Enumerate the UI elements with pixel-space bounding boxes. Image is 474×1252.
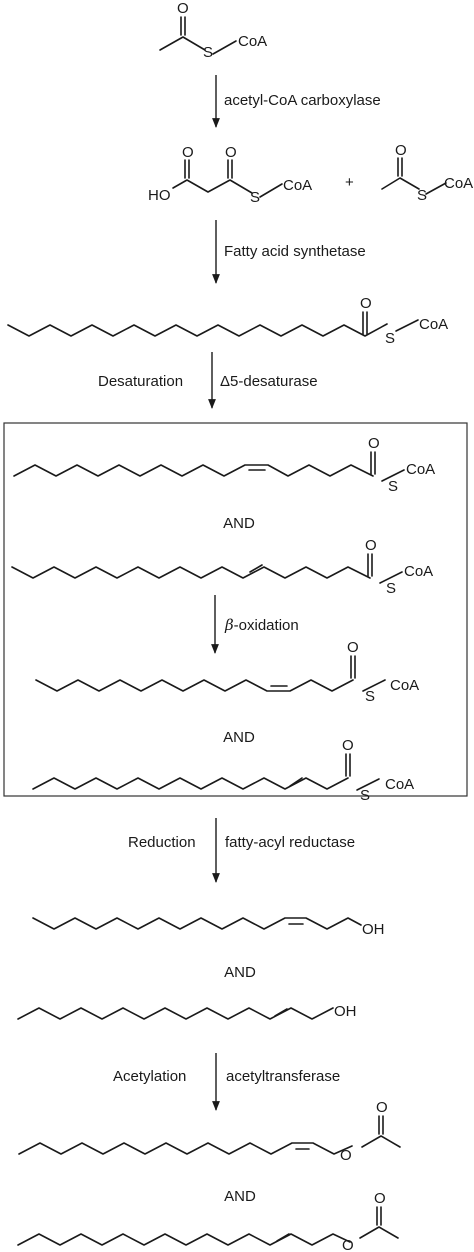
hydroxyl-label: OH xyxy=(362,921,385,938)
malonyl-coa-structure: HO O O S CoA xyxy=(148,144,312,206)
coa-label: CoA xyxy=(444,175,473,192)
e-acetate-structure: O O xyxy=(17,1190,399,1252)
process-acetylation: Acetylation xyxy=(113,1068,186,1085)
sulfur-atom: S xyxy=(385,330,395,347)
oxygen-atom: O xyxy=(342,737,354,754)
coa-label: CoA xyxy=(404,563,433,580)
process-desaturation: Desaturation xyxy=(98,373,183,390)
coa-label: CoA xyxy=(238,33,267,50)
oxygen-atom: O xyxy=(365,537,377,554)
sulfur-atom: S xyxy=(360,787,370,804)
z-desaturated-acyl-coa-structure: O S CoA xyxy=(13,435,435,495)
e-alcohol-structure: OH xyxy=(17,1003,357,1020)
acetyl-coa-structure: O S CoA xyxy=(381,142,473,204)
oxygen-atom: O xyxy=(340,1147,352,1164)
coa-label: CoA xyxy=(385,776,414,793)
oxygen-atom: O xyxy=(368,435,380,452)
sulfur-atom: S xyxy=(386,580,396,597)
and-label: AND xyxy=(224,1188,256,1205)
enzyme-fatty-acyl-reductase: fatty-acyl reductase xyxy=(225,834,355,851)
oxygen-atom: O xyxy=(347,639,359,656)
oxygen-atom: O xyxy=(395,142,407,159)
palmitoyl-coa-structure: O S CoA xyxy=(7,295,448,347)
coa-label: CoA xyxy=(390,677,419,694)
and-label: AND xyxy=(224,964,256,981)
enzyme-delta5-desaturase: Δ5-desaturase xyxy=(220,373,318,390)
z-alcohol-structure: OH xyxy=(32,917,385,938)
oxygen-atom: O xyxy=(342,1237,354,1252)
oxygen-atom: O xyxy=(360,295,372,312)
enzyme-acetyl-coa-carboxylase: acetyl-CoA carboxylase xyxy=(224,92,381,109)
hydroxyl-label: HO xyxy=(148,187,171,204)
sulfur-atom: S xyxy=(365,688,375,705)
e-desaturated-acyl-coa-structure: O S CoA xyxy=(11,537,433,597)
enzyme-acetyltransferase: acetyltransferase xyxy=(226,1068,340,1085)
oxygen-atom: O xyxy=(225,144,237,161)
acetyl-coa-structure: O S CoA xyxy=(159,0,267,61)
intermediates-box xyxy=(3,422,468,797)
oxygen-atom: O xyxy=(182,144,194,161)
coa-label: CoA xyxy=(283,177,312,194)
process-reduction: Reduction xyxy=(128,834,196,851)
z-acetate-structure: O O xyxy=(18,1099,401,1164)
sulfur-atom: S xyxy=(203,44,213,61)
coa-label: CoA xyxy=(406,461,435,478)
enzyme-fatty-acid-synthetase: Fatty acid synthetase xyxy=(224,243,366,260)
and-label: AND xyxy=(223,515,255,532)
process-beta-oxidation: β-oxidation xyxy=(224,616,299,634)
oxygen-atom: O xyxy=(376,1099,388,1116)
hydroxyl-label: OH xyxy=(334,1003,357,1020)
and-label: AND xyxy=(223,729,255,746)
sulfur-atom: S xyxy=(250,189,260,206)
sulfur-atom: S xyxy=(417,187,427,204)
e-shortened-acyl-coa-structure: O S CoA xyxy=(32,737,414,804)
oxygen-atom: O xyxy=(374,1190,386,1207)
z-shortened-acyl-coa-structure: O S CoA xyxy=(35,639,419,705)
sulfur-atom: S xyxy=(388,478,398,495)
oxygen-atom: O xyxy=(177,0,189,17)
coa-label: CoA xyxy=(419,316,448,333)
plus-sign: + xyxy=(345,174,354,191)
